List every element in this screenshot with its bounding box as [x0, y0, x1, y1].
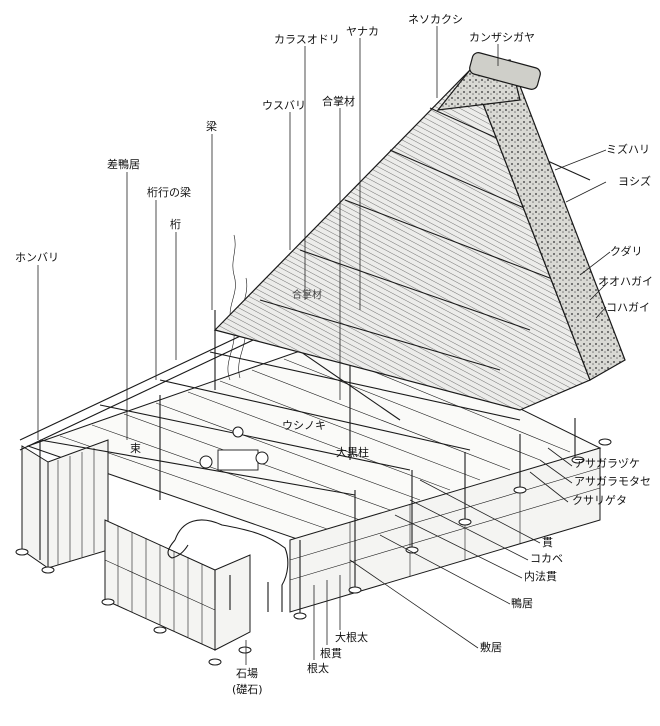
- label-honbari: ホンバリ: [15, 251, 59, 264]
- label-yoshizu: ヨシズ: [618, 175, 651, 188]
- label-mizuhari: ミズハリ: [606, 143, 650, 156]
- label-kanzashigaya: カンザシガヤ: [469, 31, 535, 44]
- label-kohagai: コハガイ: [606, 301, 650, 314]
- label-gasshozai: 合掌材: [322, 95, 355, 108]
- label-usubari: ウスバリ: [262, 99, 306, 112]
- label-sashikamoi: 差鴨居: [107, 158, 140, 171]
- ridge-bundle: [469, 52, 541, 90]
- label-daikokubashira: 大黒柱: [336, 446, 369, 459]
- left-wall: [21, 439, 109, 569]
- label-keta: 桁: [170, 218, 181, 231]
- horse-illustration: [167, 519, 289, 612]
- label-ketayuki-no-hari: 桁行の梁: [147, 186, 191, 199]
- hearth-scene: [199, 234, 269, 471]
- label-tsuka: 束: [130, 442, 141, 455]
- stable-fence: [104, 519, 251, 651]
- label-kudari: クダリ: [610, 245, 643, 258]
- label-nezukakushi: ネソカクシ: [408, 13, 463, 26]
- label-shikii: 敷居: [480, 641, 502, 654]
- label-nuki: 貫: [542, 536, 553, 549]
- label-asagarazuke: アサガラヅケ: [574, 457, 640, 470]
- leader-lines: [37, 26, 611, 665]
- label-oonedabuto: 大根太: [335, 631, 368, 644]
- label-ushinoki: ウシノキ: [282, 419, 326, 432]
- label-kusarigeta: クサリゲタ: [572, 494, 627, 507]
- label-karasuodori: カラスオドリ: [274, 33, 340, 46]
- label-nenuki: 根貫: [320, 647, 342, 660]
- label-inner-gasshozai: 合掌材: [292, 290, 322, 301]
- label-hari: 梁: [206, 120, 217, 133]
- label-ishiba-sub: (礎石): [232, 683, 263, 696]
- label-ishiba: 石場: [236, 667, 258, 680]
- label-uchinorinuki: 内法貫: [524, 570, 557, 583]
- label-kokabe: コカベ: [530, 552, 563, 565]
- label-yanaka: ヤナカ: [346, 25, 379, 38]
- label-nedabuto: 根太: [307, 662, 329, 675]
- label-oohagai: オオハガイ: [598, 275, 653, 288]
- label-kamoi: 鴨居: [511, 597, 533, 610]
- posts-and-stones: [15, 395, 612, 666]
- label-asagaramotase: アサガラモタセ: [574, 475, 651, 488]
- roof-gable: [213, 68, 591, 411]
